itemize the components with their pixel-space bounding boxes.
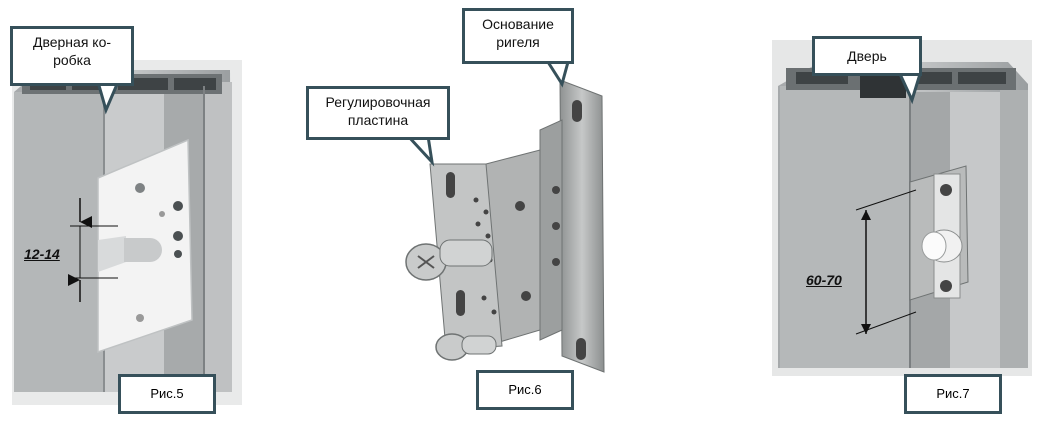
figure-6-callout-bolt-base: Основание ригеля xyxy=(462,8,574,64)
callout-line: Основание xyxy=(482,16,554,32)
figure-6-bolt-base xyxy=(539,79,605,373)
figure-6-right-callout-pointer xyxy=(545,60,570,88)
figure-6-caption: Рис.6 xyxy=(476,370,574,410)
figure-5-strike-plate xyxy=(97,138,193,354)
figure-5-caption: Рис.5 xyxy=(118,374,216,414)
figure-7-callout-door: Дверь xyxy=(812,36,922,76)
figure-7-door-profile xyxy=(772,40,1032,376)
figure-6-callout-adjusting-plate: Регулировочная пластина xyxy=(306,86,450,140)
figure-5-dimension-label: 12-14 xyxy=(24,246,60,262)
figure-5-dimension-lines xyxy=(68,198,118,302)
figure-5-callout-door-frame: Дверная ко- робка xyxy=(10,26,134,86)
figure-6-screws xyxy=(405,239,497,361)
callout-line: пластина xyxy=(347,112,409,128)
figure-7-caption: Рис.7 xyxy=(904,374,1002,414)
callout-line: Дверная ко- xyxy=(32,34,112,50)
callout-line: Регулировочная xyxy=(325,94,431,110)
figure-7-bolt-plate xyxy=(909,165,969,301)
callout-line: ригеля xyxy=(496,34,540,50)
figure-7-dimension-lines xyxy=(855,189,917,335)
figure-7-dimension-label: 60-70 xyxy=(806,272,842,288)
callout-line: Дверь xyxy=(847,48,887,64)
callout-line: робка xyxy=(53,52,91,68)
